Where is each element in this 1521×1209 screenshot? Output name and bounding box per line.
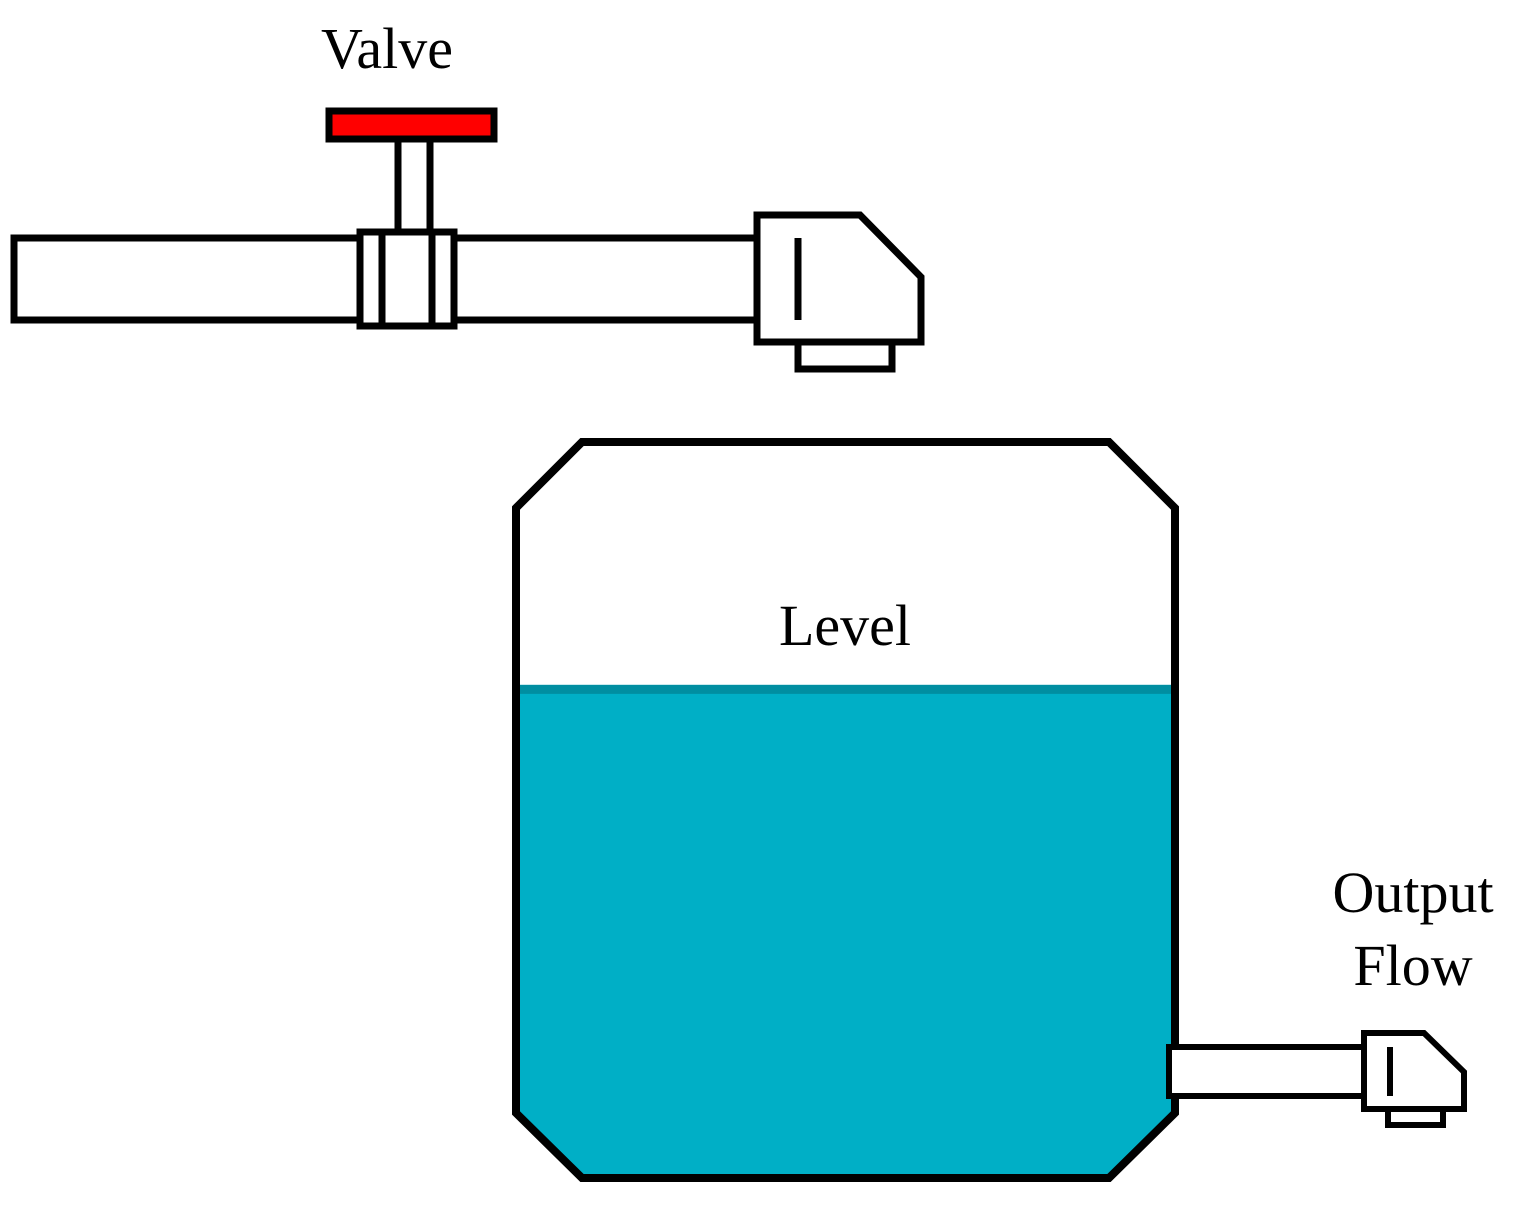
tank-outline: [512, 438, 1179, 1182]
output-flow-label-line2: Flow: [1353, 933, 1472, 998]
output-flow-label-line1: Output: [1332, 860, 1493, 925]
valve-handle[interactable]: [325, 107, 498, 143]
inlet-pipe-assembly: [10, 107, 925, 373]
valve-stem: [394, 134, 434, 242]
valve-body-collar-right: [428, 228, 458, 330]
level-label: Level: [779, 593, 911, 658]
inlet-elbow: [753, 211, 925, 346]
tank-water: [516, 684, 1175, 1178]
tank: [512, 438, 1179, 1182]
valve-body-collar-left: [356, 228, 386, 330]
outlet-elbow: [1361, 1030, 1467, 1112]
outlet-pipe-assembly: [1166, 1030, 1467, 1128]
tank-water-surface: [516, 684, 1175, 694]
valve-label: Valve: [321, 16, 453, 81]
outlet-pipe: [1166, 1044, 1393, 1099]
